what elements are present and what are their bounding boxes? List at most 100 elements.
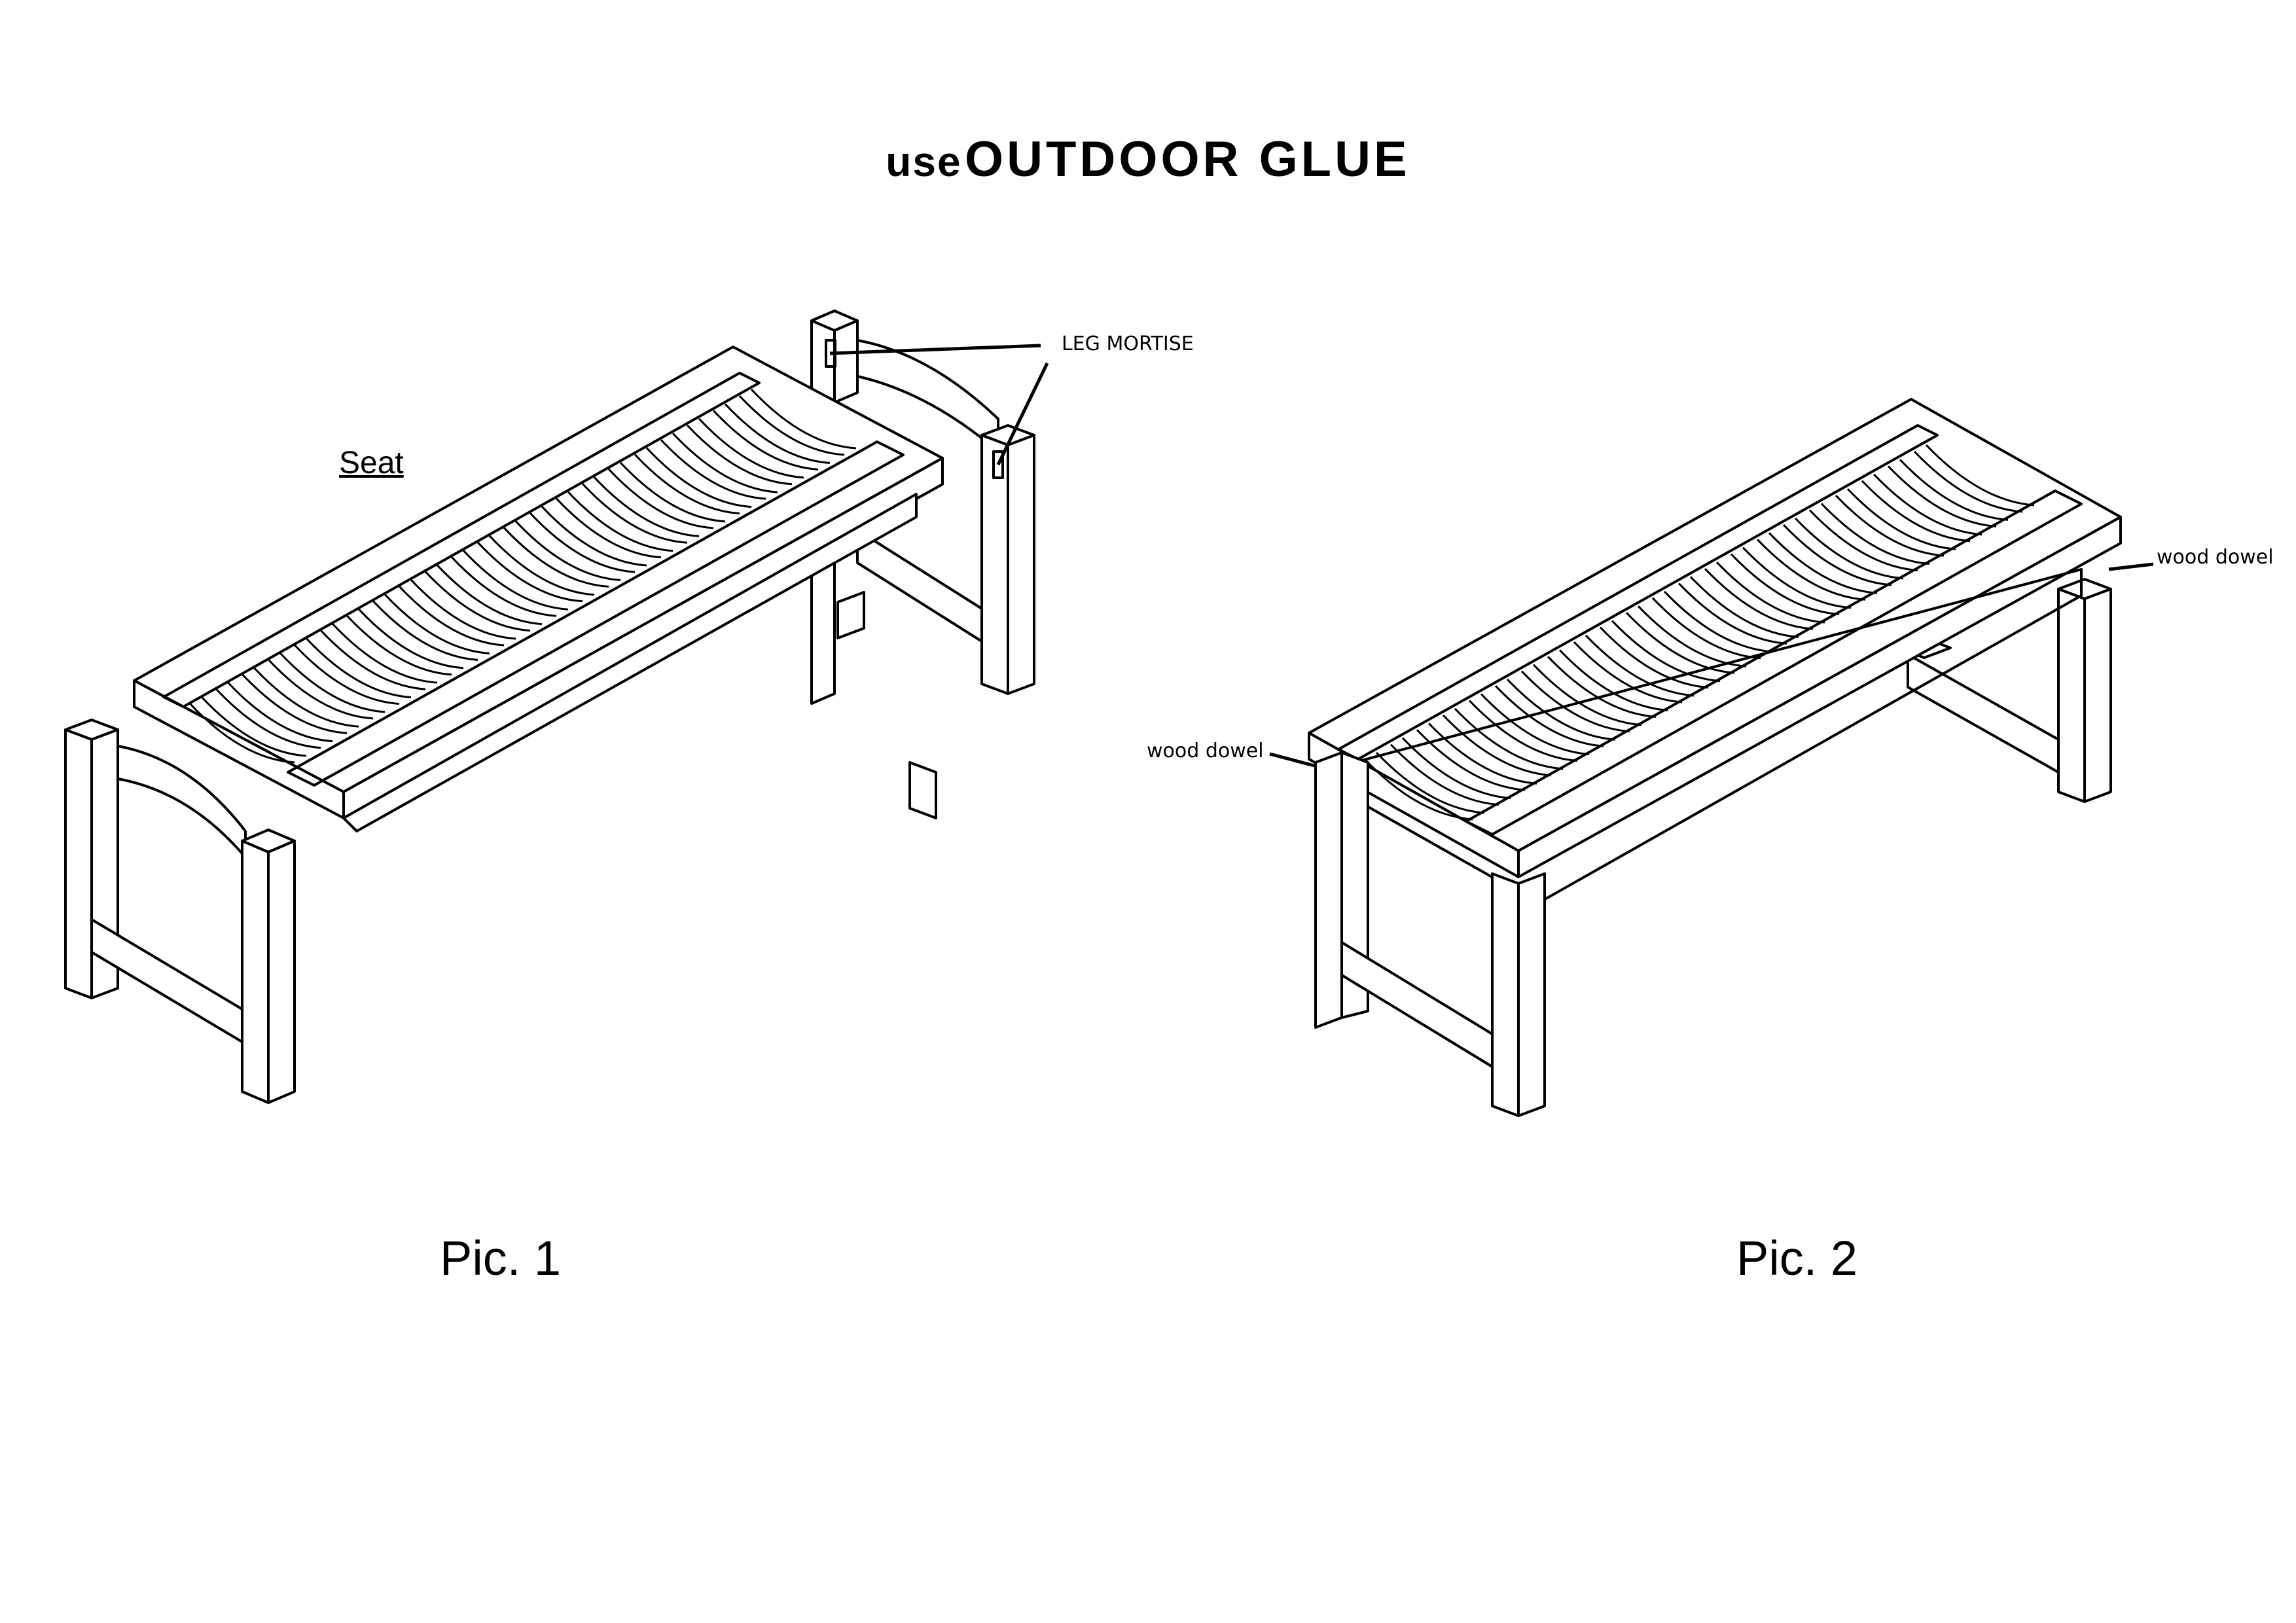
- leg-mortise-label: LEG MORTISE: [1062, 332, 1194, 355]
- seat-slat: [1625, 612, 1735, 674]
- seat-slat-edge: [1558, 649, 1668, 711]
- seat-slat-edge: [1925, 444, 2035, 507]
- seat-slat: [1442, 714, 1552, 777]
- seat-slat: [1808, 509, 1918, 572]
- seat-slat-edge: [331, 623, 438, 684]
- pic2-caption: Pic. 2: [1736, 1231, 1858, 1285]
- seat-slat: [476, 541, 583, 603]
- seat-slat-edge: [488, 535, 595, 596]
- seat-slat-edge: [698, 418, 804, 479]
- seat-slat: [1416, 729, 1526, 791]
- seat-slat: [555, 497, 662, 559]
- seat-slat-edge: [1846, 488, 1956, 550]
- seat-slat: [1782, 524, 1892, 586]
- seat-slat-edge: [1794, 517, 1904, 580]
- seat-slat-edge: [1899, 459, 2009, 521]
- seat-slat-edge: [750, 388, 857, 450]
- mortise-slot-2: [992, 450, 1004, 479]
- seat-slat: [424, 571, 531, 632]
- title-main: OUTDOOR GLUE: [965, 132, 1410, 187]
- seat-slat-edge: [436, 564, 543, 626]
- seat-slat-edge: [567, 491, 673, 552]
- seat-slat: [215, 688, 321, 749]
- seat-slat: [1861, 480, 1971, 543]
- seat-slat: [1573, 641, 1683, 704]
- seat-slat-edge: [1585, 634, 1695, 697]
- seat-slat: [1363, 758, 1473, 821]
- seat-slat: [660, 439, 766, 500]
- wood-dowel-label-right: wood dowel: [2157, 546, 2274, 569]
- seat-slat: [712, 410, 819, 471]
- seat-slat: [372, 600, 478, 661]
- seat-slat: [346, 615, 452, 676]
- seat-slat: [581, 483, 688, 544]
- wood-dowel-label-left: wood dowel: [1147, 740, 1264, 762]
- seat-slat: [293, 644, 400, 705]
- seat-slat-edge: [1768, 532, 1878, 594]
- seat-slat-edge: [1401, 737, 1511, 800]
- seat-slat: [1520, 670, 1630, 733]
- seat-slat-edge: [1532, 664, 1642, 726]
- seat-slat-edge: [514, 520, 621, 581]
- seat-slat-edge: [593, 476, 700, 537]
- back-legs: [1897, 578, 2112, 803]
- seat-slat-edge: [672, 433, 778, 493]
- seat-slat-edge: [357, 608, 464, 669]
- seat-slat-edge: [645, 447, 752, 508]
- seat-slat-edge: [253, 667, 359, 728]
- seat-slat: [1494, 685, 1604, 747]
- seat-slat: [1887, 465, 1997, 527]
- seat-slat-edge: [619, 461, 726, 523]
- seat-slat-edge: [1637, 605, 1747, 668]
- seat-slat-edge: [410, 579, 516, 640]
- front-legs: [1314, 751, 1546, 1117]
- seat-slat-edge: [541, 506, 647, 567]
- seat-slat: [188, 702, 295, 764]
- seat-slat-edge: [1742, 546, 1852, 609]
- seat-slat-edge: [1663, 590, 1773, 653]
- seat-slat: [450, 556, 557, 617]
- seat-slat: [634, 454, 740, 515]
- seat-slat-edge: [226, 681, 333, 743]
- seat-slat: [1468, 700, 1578, 762]
- seat-slat-edge: [1506, 679, 1616, 741]
- seat-slat: [738, 395, 845, 456]
- seat-slat-edge: [1611, 620, 1721, 683]
- seat-slat: [319, 630, 426, 690]
- seat-slat: [1704, 568, 1814, 630]
- seat-slat-edge: [1375, 751, 1485, 814]
- front-leg-frame: [64, 719, 296, 1104]
- page-title: use OUTDOOR GLUE: [0, 131, 2296, 188]
- title-prefix: use: [886, 138, 962, 185]
- seat-frame-assembled: [1308, 398, 2122, 904]
- seat-slat: [267, 658, 374, 720]
- seat-slat-edge: [200, 696, 307, 757]
- seat-slat: [1913, 450, 2023, 513]
- seat-slat: [1599, 626, 1709, 689]
- seat-slat: [503, 527, 609, 588]
- seat-slat: [241, 673, 348, 734]
- seat-label: Seat: [339, 446, 404, 480]
- seat-slat: [1756, 539, 1866, 601]
- seat-slat: [1547, 656, 1657, 718]
- seat-slat: [1730, 553, 1840, 616]
- seat-slat: [529, 512, 636, 573]
- seat-slat-edge: [1427, 722, 1537, 785]
- seat-slat-edge: [305, 637, 412, 698]
- seat-slat: [607, 468, 714, 529]
- seat-slat-edge: [724, 403, 831, 464]
- pic1-caption: Pic. 1: [440, 1231, 562, 1285]
- seat-slat-edge: [462, 550, 569, 611]
- seat-slat: [398, 585, 505, 647]
- seat-slat: [1835, 495, 1945, 557]
- seat-slat: [686, 424, 793, 486]
- seat-slat: [1651, 597, 1761, 660]
- seat-slat-edge: [279, 652, 386, 713]
- seat-slat-edge: [384, 594, 490, 654]
- seat-slat-edge: [1873, 473, 1982, 536]
- seat-slat-edge: [1715, 562, 1825, 624]
- seat-slat-edge: [1820, 503, 1930, 565]
- seat-slat-edge: [1480, 693, 1590, 755]
- seat-slat: [1390, 743, 1499, 806]
